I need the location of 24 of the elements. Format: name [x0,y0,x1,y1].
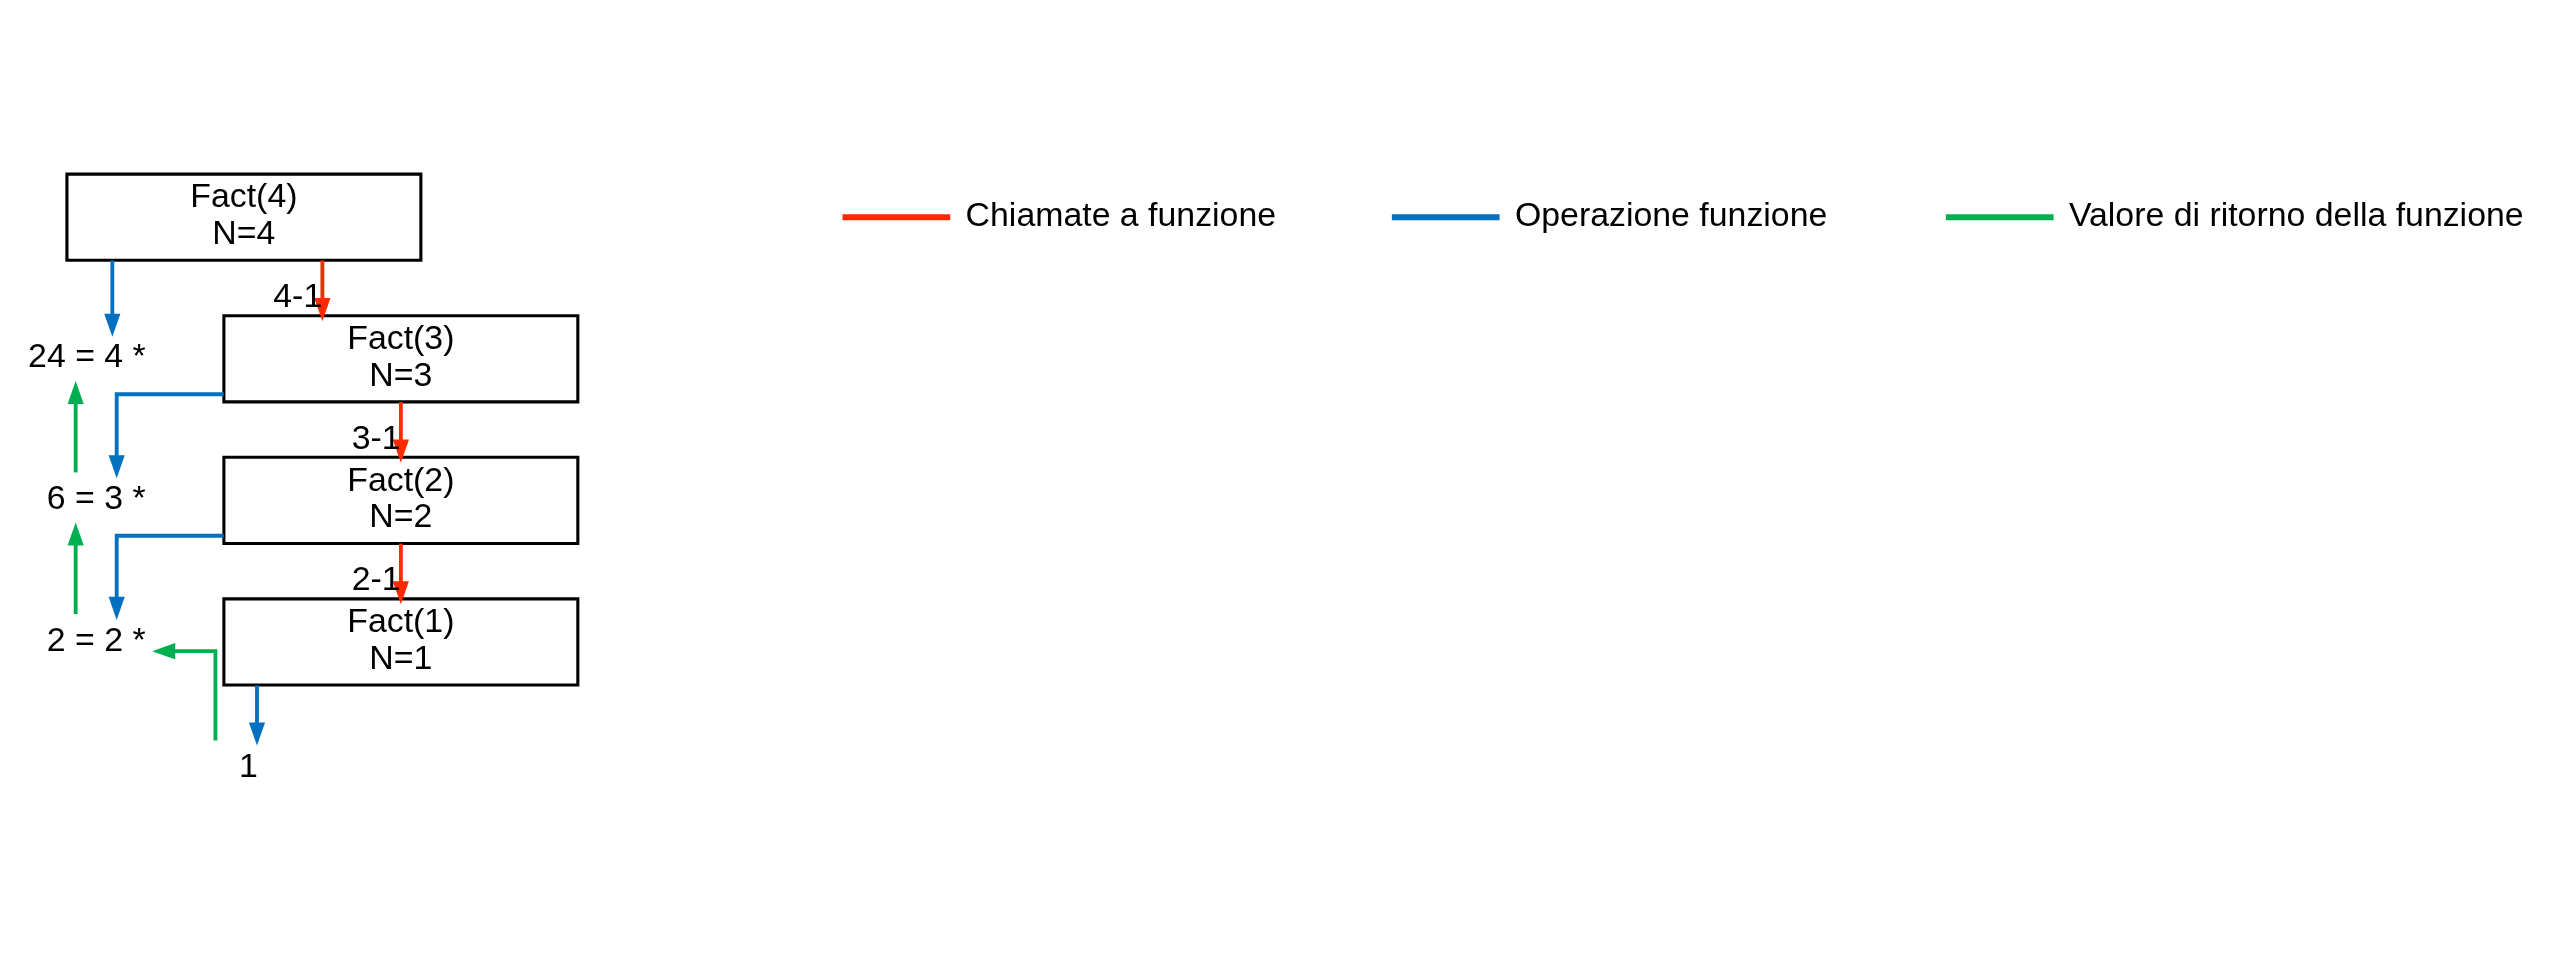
legend-label: Valore di ritorno della funzione [2068,194,2524,233]
arrow [248,685,266,746]
node-box: Fact(4) N=4 [65,172,423,262]
node-box: Fact(1) N=1 [222,597,580,687]
legend-label: Operazione funzione [1514,194,1828,233]
arrow [152,643,218,741]
arrow [67,380,84,473]
arrow [108,533,224,620]
arrow [314,260,331,322]
node-text: 1 [239,745,258,784]
edge-label: 3-1 [351,417,401,456]
node-text: 24 = 4 * [28,336,146,375]
arrow [392,543,409,605]
node-box: Fact(3) N=3 [222,314,580,404]
node-text: 6 = 3 * [46,478,146,517]
node-text: 2 = 2 * [46,619,146,658]
node-box: Fact(2) N=2 [222,455,580,545]
legend-label: Chiamate a funzione [965,194,1277,233]
edge-label: 2-1 [351,559,401,598]
edge-label: 4-1 [273,276,323,315]
arrow [67,522,84,614]
arrow [392,402,409,463]
arrow [104,260,121,337]
arrow [108,392,224,479]
